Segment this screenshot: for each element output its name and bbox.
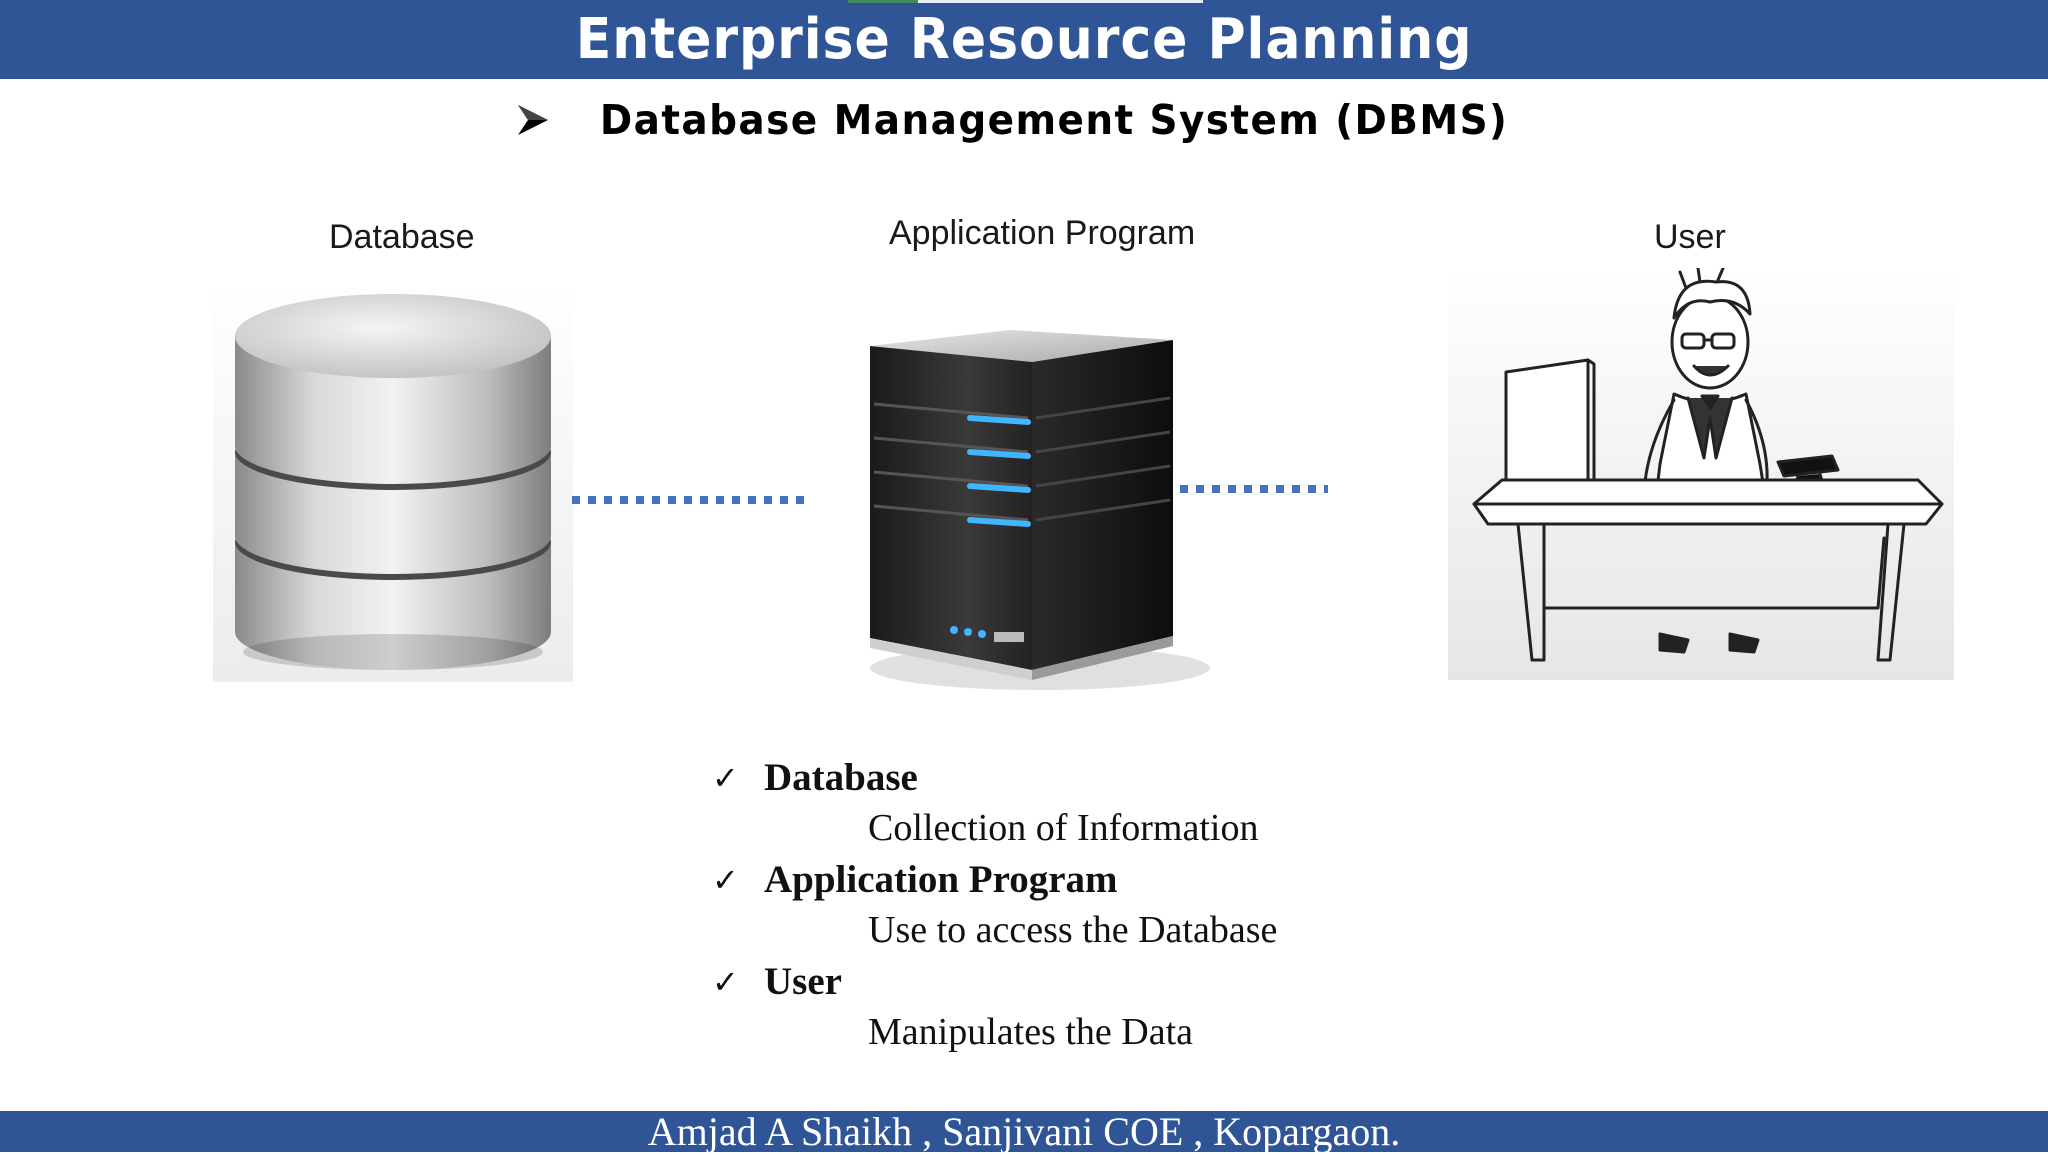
connector-app-user: [1180, 485, 1328, 493]
check-icon: ✓: [712, 861, 739, 898]
point-description: Manipulates the Data: [868, 1011, 1194, 1053]
user-caption: User: [1654, 218, 1726, 256]
header-tab-accent: [848, 0, 918, 3]
definition-list: ✓ Database Collection of Information ✓ A…: [712, 752, 1472, 1058]
connector-database-app: [572, 496, 812, 504]
database-cylinder-icon: [213, 280, 573, 682]
point-description: Use to access the Database: [868, 909, 1278, 951]
list-item: ✓ Database: [712, 752, 1472, 803]
user-at-desk-icon: [1448, 268, 1954, 680]
check-icon: ✓: [712, 963, 739, 1000]
check-icon: ✓: [712, 759, 739, 796]
point-heading: Application Program: [764, 858, 1118, 901]
application-program-caption: Application Program: [889, 214, 1196, 252]
list-item: ✓ Application Program: [712, 854, 1472, 905]
header-bar: Enterprise Resource Planning: [0, 0, 2048, 79]
slide-subtitle: Database Management System (DBMS): [599, 96, 1509, 144]
server-icon: [870, 330, 1210, 690]
arrowhead-icon: [517, 105, 548, 135]
point-heading: Database: [764, 756, 918, 799]
header-tab-strip: [848, 0, 1203, 3]
point-heading: User: [764, 960, 842, 1003]
point-description: Collection of Information: [868, 807, 1259, 849]
footer-credit: Amjad A Shaikh , Sanjivani COE , Koparga…: [647, 1109, 1401, 1154]
slide-title: Enterprise Resource Planning: [575, 7, 1473, 72]
subtitle-row: Database Management System (DBMS): [0, 96, 2048, 144]
footer-bar: Amjad A Shaikh , Sanjivani COE , Koparga…: [0, 1109, 2048, 1154]
database-caption: Database: [329, 218, 475, 256]
list-item: ✓ User: [712, 956, 1472, 1007]
